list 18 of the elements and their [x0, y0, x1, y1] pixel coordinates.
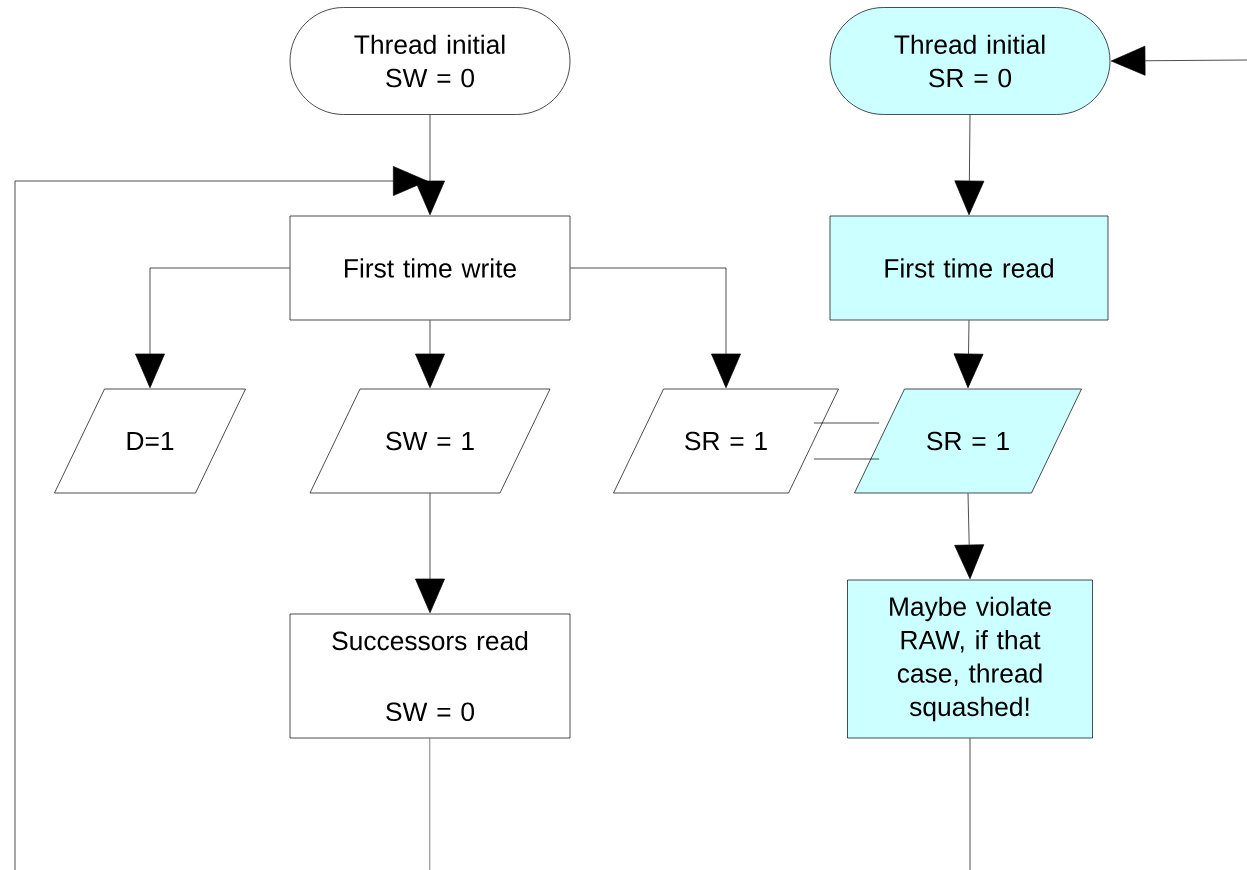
- process-box: First time write: [289, 215, 571, 321]
- data-parallelogram: SR = 1: [854, 388, 1082, 494]
- process-box: First time read: [829, 215, 1109, 321]
- arrow: [135, 267, 290, 389]
- arrow: [953, 320, 984, 389]
- arrow: [415, 493, 445, 614]
- arrow: [954, 114, 985, 216]
- data-parallelogram: SW = 1: [309, 388, 551, 494]
- arrow: [1110, 45, 1247, 76]
- arrow: [415, 114, 445, 216]
- arrow: [415, 320, 445, 389]
- process-box: Maybe violate RAW, if that case, thread squashed!: [847, 579, 1093, 739]
- arrow: [954, 493, 985, 580]
- data-parallelogram: SR = 1: [613, 388, 839, 494]
- data-parallelogram: D=1: [54, 388, 246, 494]
- arrow: [14, 166, 428, 870]
- arrow: [570, 267, 741, 389]
- process-box: Successors read SW = 0: [289, 613, 571, 739]
